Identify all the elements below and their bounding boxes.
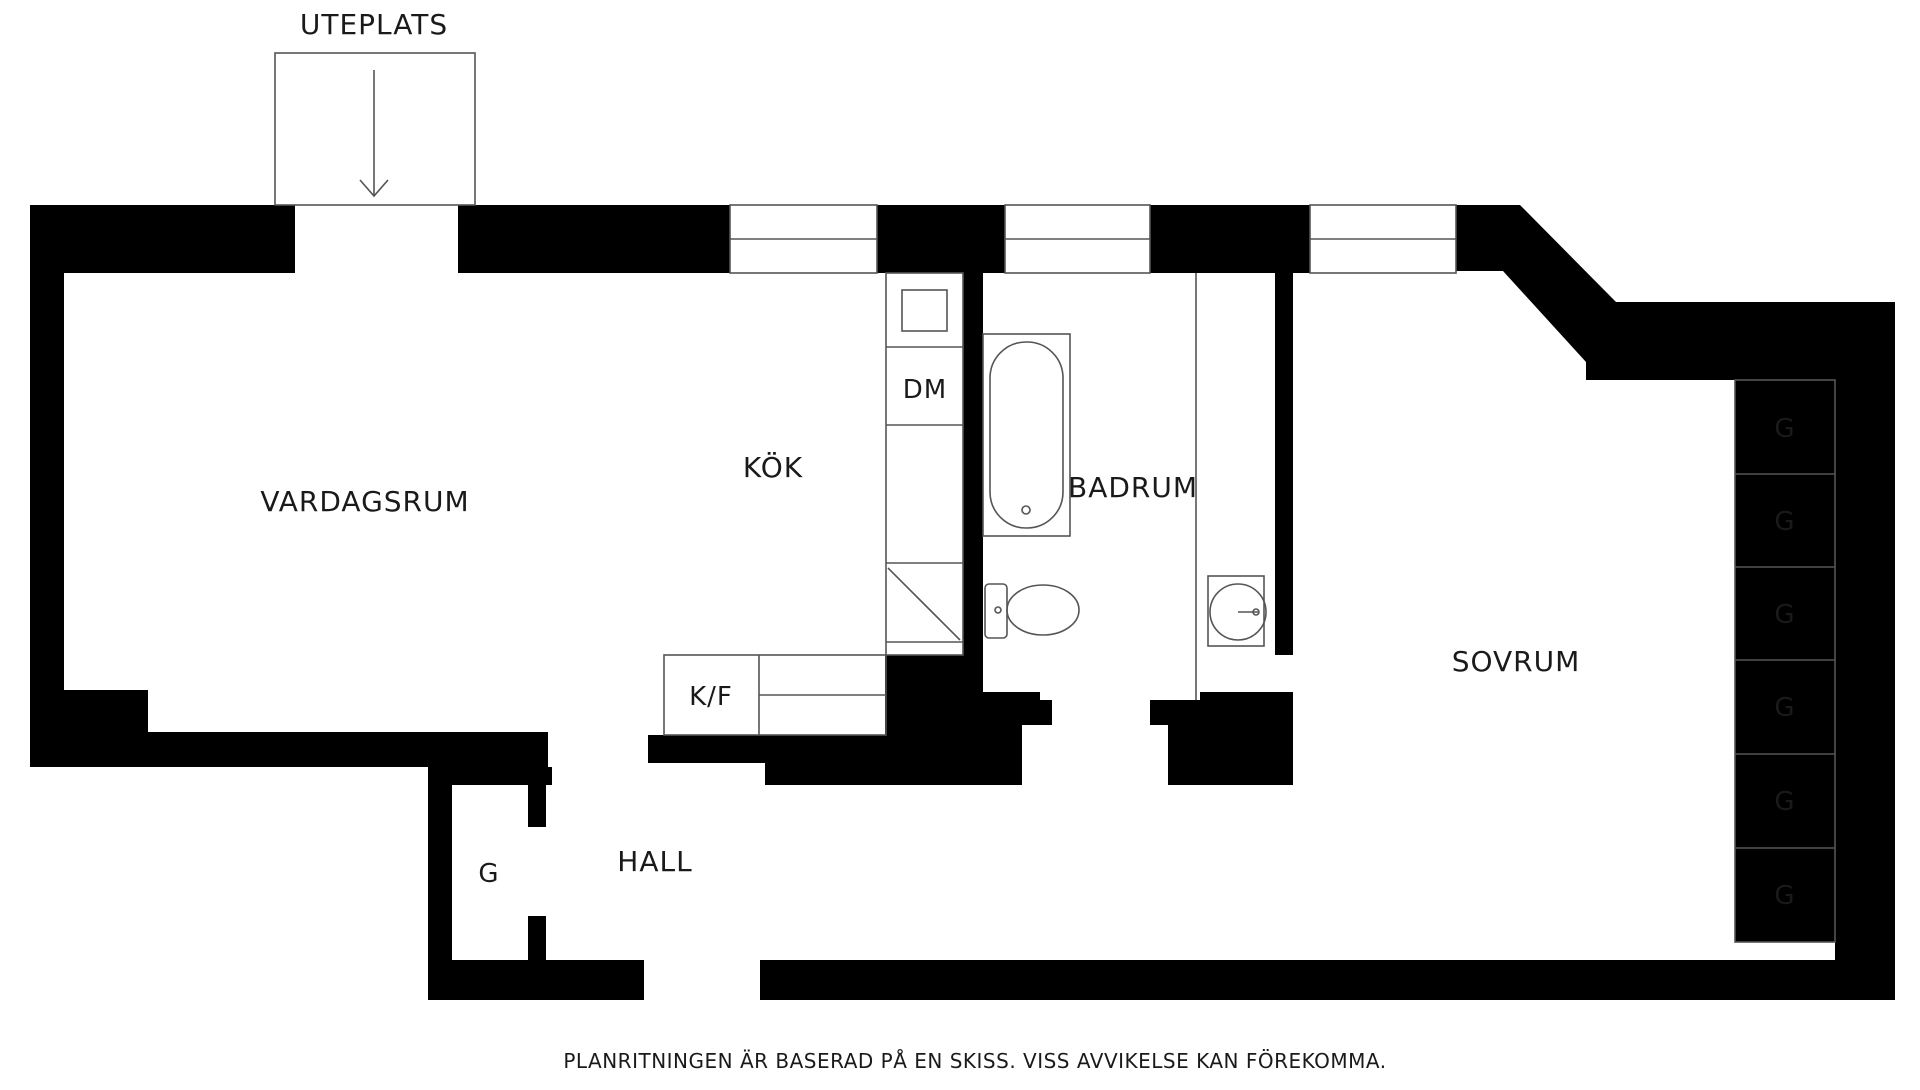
kitchen-counter: [885, 272, 964, 656]
room-label-hall: HALL: [617, 845, 692, 878]
wardrobe-label: G: [1774, 787, 1795, 817]
fridge-freezer-unit: [663, 654, 887, 736]
disclaimer-text: PLANRITNINGEN ÄR BASERAD PÅ EN SKISS. VI…: [563, 1049, 1386, 1073]
patio-label: UTEPLATS: [300, 8, 448, 41]
bathtub: [982, 333, 1071, 537]
wardrobe-label: G: [1774, 881, 1795, 911]
wardrobe-label: G: [1774, 507, 1795, 537]
walls: [30, 205, 1895, 1000]
wardrobe-label: G: [1774, 414, 1795, 444]
room-label-bathroom: BADRUM: [1068, 471, 1198, 504]
sink: [1207, 575, 1267, 647]
dishwasher-label: DM: [903, 375, 947, 405]
windows: [729, 204, 1457, 274]
room-label-bedroom: SOVRUM: [1452, 645, 1581, 678]
wardrobe-label: G: [1774, 693, 1795, 723]
fridge-freezer-label: K/F: [689, 682, 733, 712]
toilet: [984, 583, 1080, 639]
patio: [274, 52, 476, 206]
room-label-kitchen: KÖK: [743, 450, 803, 484]
bedroom-wardrobes: [1734, 379, 1836, 943]
hall-wardrobe-label: G: [478, 859, 499, 889]
wardrobe-label: G: [1774, 600, 1795, 630]
room-label-living: VARDAGSRUM: [260, 485, 469, 518]
